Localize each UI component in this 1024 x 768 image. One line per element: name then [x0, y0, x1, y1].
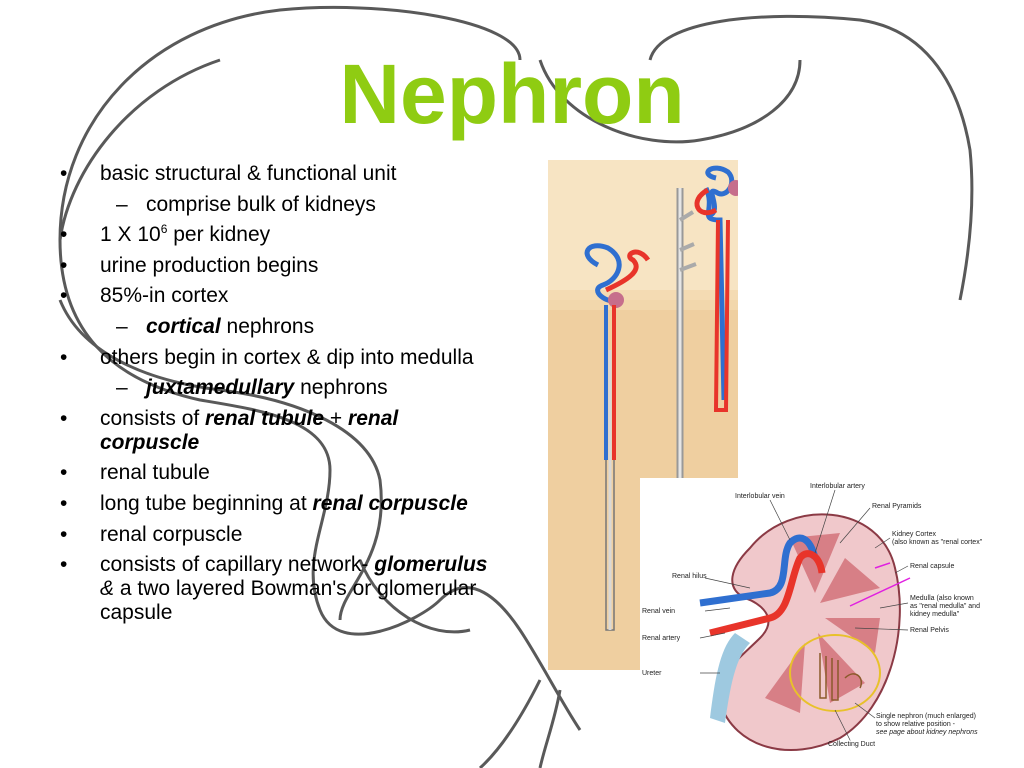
label-interlobular-vein: Interlobular vein: [735, 493, 785, 500]
label-kidney-cortex: Kidney Cortex: [892, 531, 936, 538]
bullet-marker: •: [60, 284, 68, 308]
bullet-marker: •: [60, 253, 68, 277]
bullet-text: nephrons: [220, 314, 315, 338]
bullet-marker: •: [60, 162, 68, 185]
label-renal-hilus: Renal hilus: [672, 573, 707, 580]
label-renal-capsule: Renal capsule: [910, 563, 954, 570]
bullet-text: +: [324, 406, 349, 430]
bullet-text: renal tubule: [205, 406, 325, 430]
bullet-text: per kidney: [167, 223, 271, 247]
bullet-marker: •: [60, 461, 68, 485]
label-single-nephron-1: Single nephron (much enlarged): [876, 713, 976, 720]
bullet-text: nephrons: [294, 376, 388, 400]
bullet-marker: •: [60, 522, 68, 546]
label-interlobular-artery: Interlobular artery: [810, 483, 865, 490]
label-single-nephron-2: to show relative position -: [876, 721, 956, 728]
bullet-text: basic structural & functional unit: [100, 162, 397, 185]
label-renal-pelvis: Renal Pelvis: [910, 627, 949, 634]
bullet-text: renal corpuscle: [312, 491, 468, 515]
bullet-text: renal corpuscle: [100, 406, 399, 454]
bullet-item: • renal tubule: [58, 461, 498, 485]
slide-title: Nephron: [339, 47, 685, 141]
sub-bullet-item: –juxtamedullary nephrons: [58, 376, 498, 400]
bullet-text: long tube beginning at: [100, 491, 313, 515]
label-kidney-cortex-note: (also known as "renal cortex": [892, 539, 983, 546]
label-single-nephron-3: see page about kidney nephrons: [876, 729, 978, 736]
bullet-marker: •: [60, 491, 68, 515]
bullet-text: glomerulus: [374, 553, 488, 577]
bullet-text: renal tubule: [100, 461, 210, 485]
bullet-item: • renal corpuscle: [58, 523, 498, 547]
bullet-text: 1 X 10: [100, 223, 161, 247]
bullet-text: comprise bulk of kidneys: [146, 192, 376, 216]
sub-bullet-item: –cortical nephrons: [58, 315, 498, 339]
bullet-item: • others begin in cortex & dip into medul…: [58, 346, 498, 370]
bullet-item: • consists of renal tubule + renal corpus…: [58, 407, 498, 455]
bullet-text: 6: [160, 222, 168, 237]
bullet-marker: –: [116, 314, 128, 338]
kidney-cross-section-diagram: Interlobular vein Interlobular artery Re…: [640, 478, 1010, 758]
bullet-item: • basic structural & functional unit: [58, 162, 498, 186]
sub-bullet-item: –comprise bulk of kidneys: [58, 193, 498, 217]
bullet-marker: •: [60, 406, 68, 430]
bullet-text: cortical: [146, 314, 221, 338]
bullet-text: juxtamedullary: [146, 376, 295, 400]
label-medulla: Medulla (also known: [910, 595, 974, 602]
bullet-item: • 1 X 106 per kidney: [58, 223, 498, 247]
bullet-text: &: [100, 577, 120, 601]
bullet-item: • consists of capillary network- glomerul…: [58, 553, 498, 625]
bullet-text: consists of capillary network-: [100, 553, 375, 577]
label-renal-pyramids: Renal Pyramids: [872, 503, 922, 510]
label-medulla-note2: kidney medulla": [910, 611, 960, 618]
bullet-text: a two layered Bowman's or glomerular cap…: [100, 577, 477, 625]
bullet-text: 85%-in cortex: [100, 284, 229, 308]
label-medulla-note1: as "renal medulla" and: [910, 603, 980, 610]
bullet-marker: •: [60, 553, 68, 577]
bullet-marker: –: [116, 192, 128, 216]
label-renal-vein: Renal vein: [642, 608, 675, 615]
bullet-text: renal corpuscle: [100, 522, 243, 546]
label-collecting-duct: Collecting Duct: [828, 741, 875, 748]
label-renal-artery: Renal artery: [642, 635, 681, 642]
bullet-text: consists of: [100, 406, 206, 430]
bullet-marker: •: [60, 223, 68, 247]
bullet-marker: •: [60, 345, 68, 369]
bullet-item: • long tube beginning at renal corpuscle: [58, 492, 498, 516]
bullet-item: • urine production begins: [58, 254, 498, 278]
bullet-text: others begin in cortex & dip into medull…: [100, 345, 474, 369]
bullet-list: •basic structural & functional unit–comp…: [58, 162, 498, 632]
bullet-marker: –: [116, 376, 128, 400]
bullet-text: urine production begins: [100, 253, 319, 277]
label-ureter: Ureter: [642, 670, 662, 677]
bullet-item: • 85%-in cortex: [58, 284, 498, 308]
